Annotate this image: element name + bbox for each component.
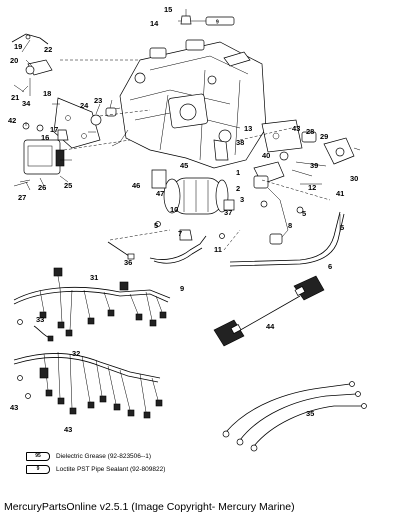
callout-43-bottom: 43 <box>64 425 72 434</box>
callout-30: 30 <box>350 174 358 183</box>
part-32-wiring-harness <box>13 351 163 419</box>
callout-43-left: 43 <box>10 403 18 412</box>
callout-10: 10 <box>170 205 178 214</box>
callout-12: 12 <box>308 183 316 192</box>
callout-41: 41 <box>336 189 344 198</box>
parts-relay-group <box>155 175 341 245</box>
leader-lines <box>21 39 331 251</box>
callout-20: 20 <box>10 56 18 65</box>
callout-8: 8 <box>288 221 292 230</box>
callout-19: 19 <box>14 42 22 51</box>
callout-18: 18 <box>43 89 51 98</box>
parts-16-18-mount-plate <box>22 97 117 149</box>
callout-33: 33 <box>36 315 44 324</box>
callout-47: 47 <box>156 189 164 198</box>
callout-27: 27 <box>18 193 26 202</box>
part-25-control-module <box>13 139 69 187</box>
callout-34: 34 <box>22 99 31 108</box>
callout-21: 21 <box>11 93 19 102</box>
callout-3: 3 <box>240 195 244 204</box>
callout-37: 37 <box>224 208 232 217</box>
callout-13: 13 <box>244 124 252 133</box>
legend-label: Loctite PST Pipe Sealant (92-809822) <box>56 466 166 473</box>
callout-32: 32 <box>72 349 80 358</box>
callout-6: 6 <box>328 262 332 271</box>
legend-pipe-sealant: 9 Loctite PST Pipe Sealant (92-809822) <box>26 465 165 474</box>
cables-6-9 <box>149 211 345 267</box>
callout-15: 15 <box>164 5 172 14</box>
engine-block <box>109 39 267 169</box>
callout-14: 14 <box>150 19 159 28</box>
callout-43-top: 43 <box>292 124 300 133</box>
image-copyright-footer: MercuryPartsOnline v2.5.1 (Image Copyrig… <box>4 501 295 513</box>
part-44-adapter-harness <box>213 275 325 347</box>
part-10-starter-motor <box>151 139 235 215</box>
callout-11: 11 <box>214 245 222 254</box>
callout-31: 31 <box>90 273 98 282</box>
callout-39: 39 <box>310 161 318 170</box>
callout-5-right: 5 <box>302 209 306 218</box>
part-33-jumper <box>17 319 54 342</box>
part-35-wire-set <box>222 381 367 452</box>
legend-label: Dielectric Grease (92-823506--1) <box>56 453 152 460</box>
callout-24: 24 <box>80 101 89 110</box>
legend-dielectric-grease: 95 Dielectric Grease (92-823506--1) <box>26 452 151 461</box>
callout-9: 9 <box>180 284 184 293</box>
part-31-wiring-harness <box>13 267 171 337</box>
part-14-sealant-tube: 9 <box>178 9 235 26</box>
callout-5-far: 5 <box>340 223 344 232</box>
callout-22: 22 <box>44 45 52 54</box>
callout-labels: 15 14 19 22 20 21 18 34 23 24 42 17 16 2… <box>8 5 358 434</box>
callout-1: 1 <box>236 168 240 177</box>
callout-23: 23 <box>94 96 102 105</box>
callout-28: 28 <box>306 127 314 136</box>
callout-5-left: 5 <box>154 221 158 230</box>
callout-16: 16 <box>41 133 49 142</box>
callout-45: 45 <box>180 161 188 170</box>
grease-tube-icon: 95 <box>26 452 50 461</box>
callout-17: 17 <box>50 125 58 134</box>
tube-code-top: 9 <box>216 20 219 26</box>
callout-25: 25 <box>64 181 72 190</box>
callout-40: 40 <box>262 151 270 160</box>
parts-19-22-bracket <box>11 33 53 96</box>
callout-44: 44 <box>266 322 275 331</box>
part-36-cable-tie <box>107 241 135 260</box>
callout-36: 36 <box>124 258 132 267</box>
callout-46: 46 <box>132 181 140 190</box>
callout-29: 29 <box>320 132 328 141</box>
callout-38: 38 <box>236 138 244 147</box>
callout-42: 42 <box>8 116 16 125</box>
callout-35: 35 <box>306 409 314 418</box>
callout-26: 26 <box>38 183 46 192</box>
sealant-tube-icon: 9 <box>26 465 50 474</box>
callout-7: 7 <box>178 229 182 238</box>
callout-2: 2 <box>236 184 240 193</box>
